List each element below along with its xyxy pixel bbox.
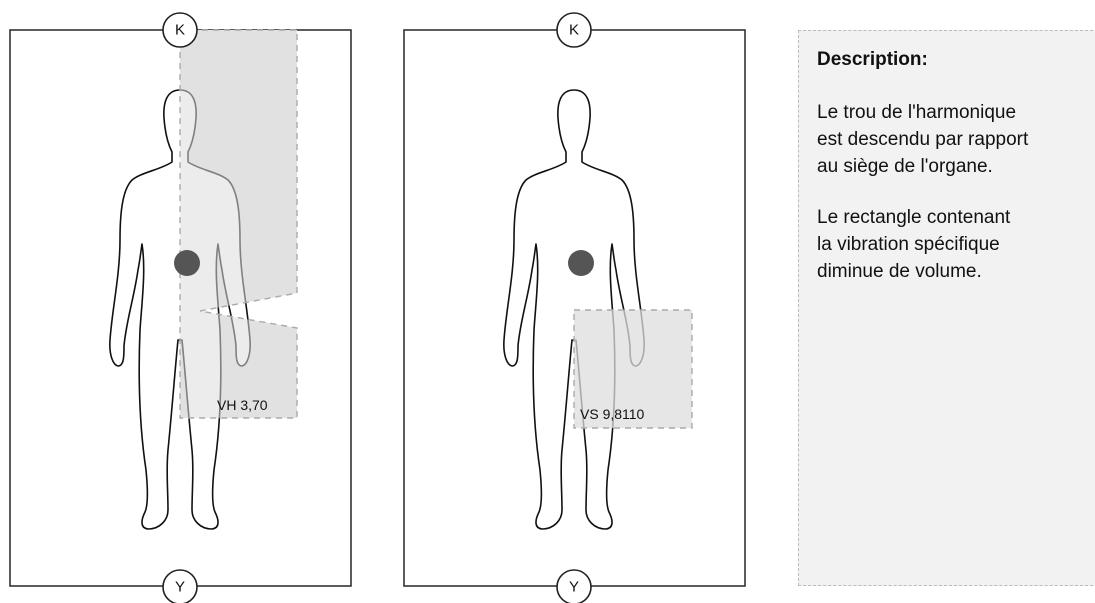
left-shaded-overlay [180,30,297,418]
left-top-marker: K [175,22,185,39]
right-panel: VS 9,8110 K Y [404,13,745,603]
description-paragraph-2: Le rectangle contenant la vibration spéc… [817,204,1095,285]
description-paragraph-1: Le trou de l'harmonique est descendu par… [817,99,1095,180]
left-panel: VH 3,70 K Y [10,13,351,603]
description-title: Description: [817,49,1095,71]
left-bottom-marker: Y [175,579,185,596]
description-panel: Description: Le trou de l'harmonique est… [798,30,1095,586]
right-organ-dot [568,250,594,276]
left-value-label: VH 3,70 [217,397,268,413]
left-organ-dot [174,250,200,276]
right-top-marker: K [569,22,579,39]
right-value-label: VS 9,8110 [580,406,645,422]
right-bottom-marker: Y [569,579,579,596]
